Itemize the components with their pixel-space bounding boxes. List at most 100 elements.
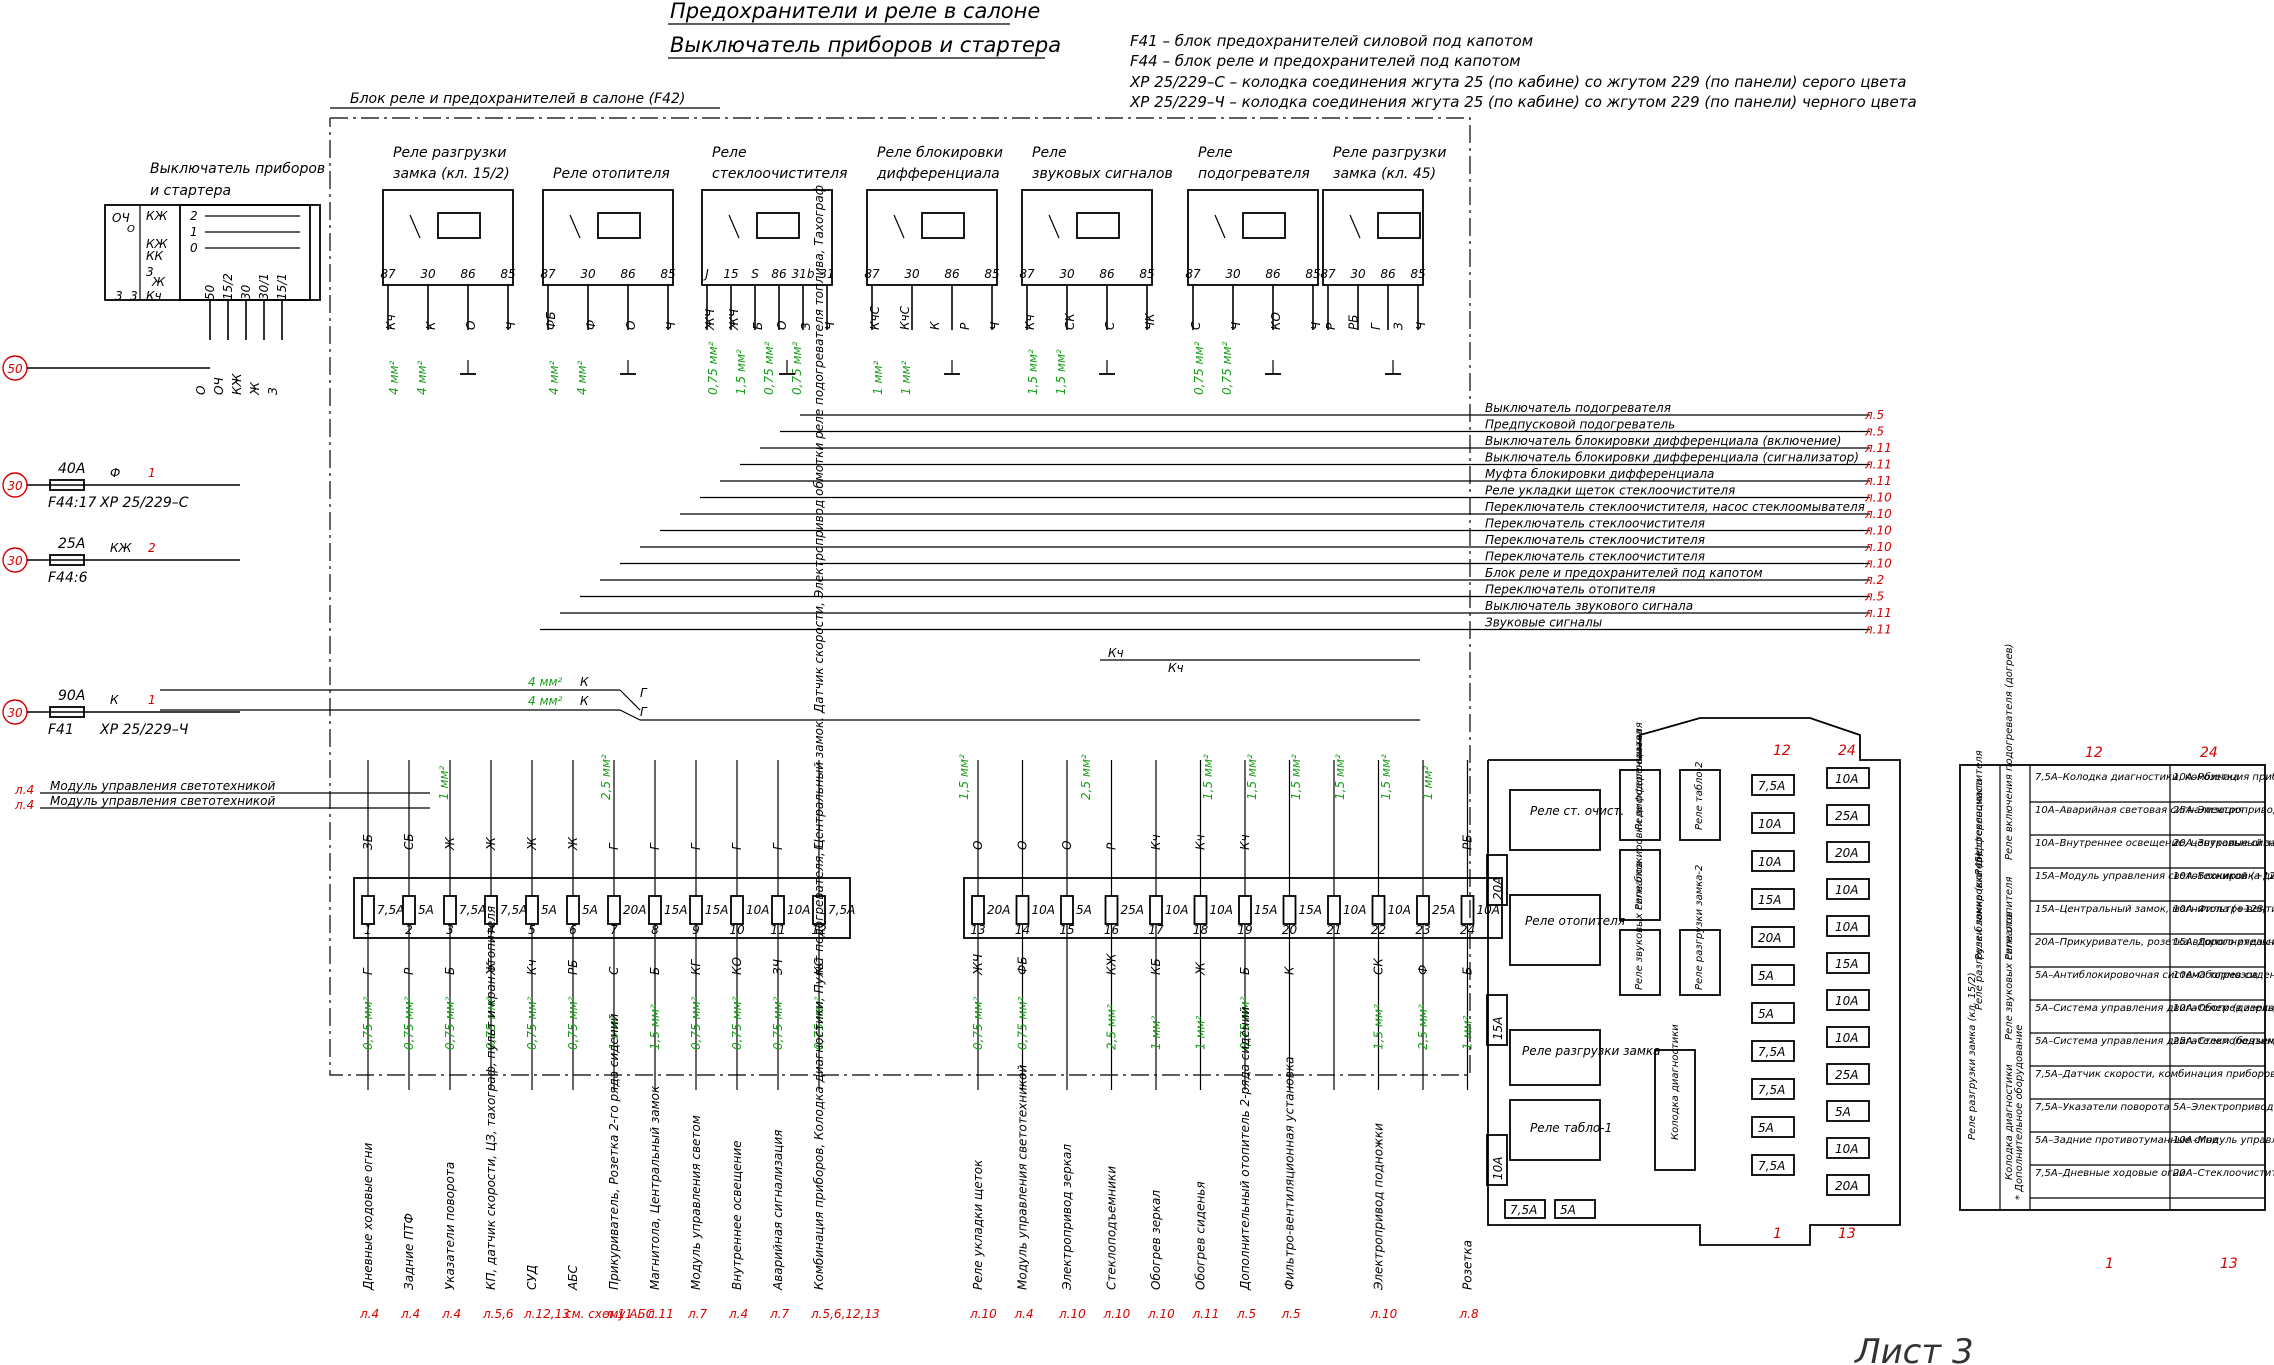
relay-pin: 86 (944, 267, 960, 281)
layout-fuse (1751, 888, 1795, 910)
title-line-2: Выключатель приборов и стартера (670, 33, 1061, 57)
fuse-wire-gauge: 0,75 мм² (402, 996, 416, 1050)
relay-body (382, 189, 514, 286)
relay-pin: 30 (580, 267, 596, 281)
layout-relay-label: Реле разгрузки замка-2 (1694, 865, 1705, 990)
fuse-wire-gauge: 0,75 мм² (484, 996, 498, 1050)
relay-pin: 87 (380, 267, 396, 281)
relay-pin: 30 (1225, 267, 1241, 281)
layout-fuse-rating: 10A (1758, 855, 1781, 869)
layout-fuse-rating: 10A (1835, 920, 1858, 934)
fuse-box-outline (1487, 717, 1901, 1246)
fuse-top-gauge: 1,5 мм² (1333, 754, 1347, 800)
relay-wire-gauge: 0,75 мм² (706, 341, 720, 395)
fuse-bottom-wire: С (607, 966, 621, 975)
layout-fuse (1826, 1174, 1870, 1196)
legend-foot: 13 (2220, 1256, 2238, 1272)
output-label: Выключатель блокировки дифференциала (си… (1485, 451, 1859, 465)
fuse-bottom-wire: Ф (1416, 965, 1430, 975)
mid-wire (619, 689, 641, 711)
legend-cell-right: 15A–Дополнительный отопитель* (2173, 937, 2274, 948)
layout-fuse (1486, 1134, 1508, 1186)
fuse-ref: л.5,6 (482, 1307, 514, 1321)
relay-contact-icon (1349, 214, 1361, 239)
relay-pin: J (703, 267, 709, 281)
mid-wire-color: Г (640, 705, 648, 719)
layout-fuse-rating: 7,5A (1758, 1159, 1785, 1173)
fuse-ref: л.8 (1459, 1307, 1479, 1321)
relay-wire-gauge: 4 мм² (575, 360, 589, 395)
layout-fuse (1826, 878, 1870, 900)
relay-coil-icon (1076, 212, 1120, 239)
ignition-title-1: Выключатель приборов (150, 161, 325, 177)
layout-fuse-rating: 10A (1835, 1031, 1858, 1045)
feed-source: 30 (7, 554, 23, 568)
layout-fuse-rating: 10A (1835, 994, 1858, 1008)
fuse-top-wire: Г (812, 842, 826, 850)
layout-fuse-rating: 10A (1835, 1142, 1858, 1156)
fuse-top-gauge: 1 мм² (1421, 765, 1435, 800)
relay-pin: 86 (1099, 267, 1115, 281)
fuse-rating: 20A (623, 903, 646, 917)
fuse-load: Дневные ходовые огни (361, 1142, 375, 1291)
relay-pin: 87 (864, 267, 880, 281)
layout-fuse-rating: 25A (1835, 1068, 1858, 1082)
fuse-rating: 15A (664, 903, 687, 917)
output-label: Предпусковой подогреватель (1485, 418, 1675, 432)
fuse-rating: 7,5A (500, 903, 527, 917)
layout-fuse (1751, 1154, 1795, 1176)
fuse-rating: 7,5A (459, 903, 486, 917)
fuse-load: Электропривод подножки (1372, 1123, 1386, 1291)
legend-cell-right: 10A–Модуль управления светотехникой (15/… (2173, 1135, 2274, 1146)
ignition-table-cell: Кч (146, 289, 162, 303)
fuse-icon (771, 895, 785, 925)
ignition-table-cell: Ж (151, 275, 166, 289)
relay-wire-color: К (928, 321, 942, 330)
layout-fuse (1826, 1026, 1870, 1048)
layout-relay-label: Реле разгрузки замка (1522, 1044, 1661, 1058)
fuse-load: Модуль управления светом (689, 1115, 703, 1290)
legend-side-label: Реле стеклоочистителя (1974, 750, 1985, 875)
fuse-rating: 10A (1032, 903, 1055, 917)
feed-fuse-rating: 25A (58, 536, 85, 552)
fuse-rating: 5A (582, 903, 598, 917)
layout-fuse (1751, 774, 1795, 796)
fuse-top-wire: Г (607, 842, 621, 850)
layout-col-head: 24 (1838, 743, 1856, 759)
fuse-icon (1460, 895, 1475, 925)
output-ref: л.11 (1864, 606, 1892, 620)
layout-fuse (1826, 1063, 1870, 1085)
layout-fuse-rating: 25A (1835, 809, 1858, 823)
relay-contact-icon (728, 214, 740, 239)
feed-source: 30 (7, 706, 23, 720)
fuse-rating: 15A (1299, 903, 1322, 917)
layout-relay (1509, 789, 1601, 851)
fuse-top-wire: Г (771, 842, 785, 850)
layout-fuse (1504, 1199, 1546, 1219)
legend-cell-left: 5A–Антиблокировочная система тормозов (2035, 969, 2258, 981)
relay-wire-gauge: 0,75 мм² (762, 341, 776, 395)
layout-fuse (1486, 994, 1508, 1046)
fuse-rating: 15A (705, 903, 728, 917)
fuse-wire-gauge: 2,5 мм² (1416, 1004, 1430, 1050)
block-title: Блок реле и предохранителей в салоне (F4… (350, 91, 685, 107)
layout-relay-label: Реле табло-1 (1530, 1121, 1612, 1135)
relay-wire-color: Р (1324, 322, 1338, 330)
layout-fuse-rating: 7,5A (1758, 1045, 1785, 1059)
relay-wire-color: Ч (1309, 322, 1323, 330)
fuse-top-wire: Г (730, 842, 744, 850)
relay-wire-gauge: 4 мм² (547, 360, 561, 395)
output-label: Звуковые сигналы (1485, 616, 1602, 630)
feed-fuse-rating: 90A (58, 688, 85, 704)
layout-relay (1619, 849, 1661, 921)
relay-pin: 86 (620, 267, 636, 281)
fuse-icon (402, 895, 416, 925)
output-label: Переключатель отопителя (1485, 583, 1655, 597)
fuse-ref: л.4 (1014, 1307, 1034, 1321)
relay-name: Реле отопителя (553, 166, 670, 182)
ignition-table-cell: ОЧ (112, 211, 130, 225)
fuse-bottom-wire: Б (1238, 967, 1252, 975)
fuse-ref: л.4 (441, 1307, 461, 1321)
relay-wire-color: Ч (823, 322, 837, 330)
layout-fuse-rating: 5A (1758, 1121, 1774, 1135)
